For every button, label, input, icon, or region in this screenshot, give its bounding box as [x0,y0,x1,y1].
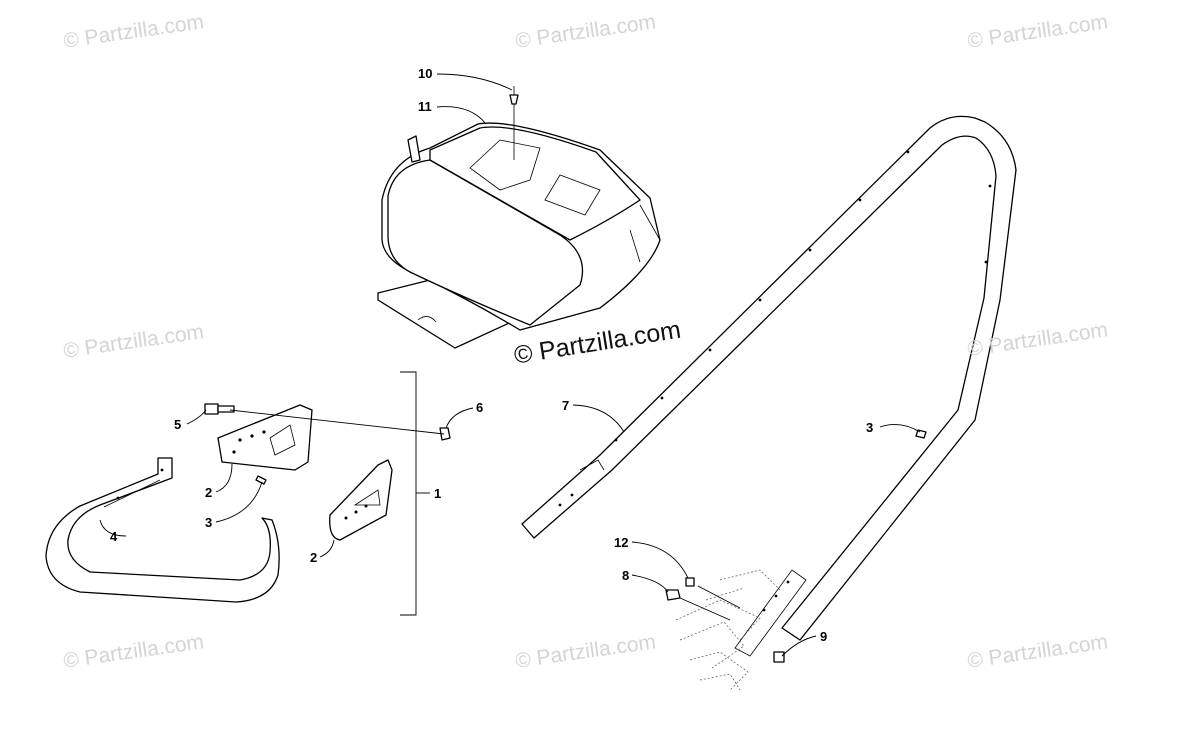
rivet-12 [685,577,695,587]
storage-bag [377,122,661,349]
push-pin [509,86,519,160]
callout-6: 6 [476,400,484,415]
bracket-lower [329,459,393,541]
leader-lines [99,73,921,657]
nut-6 [439,427,451,441]
callout-2: 2 [205,485,213,500]
chassis-reference [675,569,781,691]
callout-9: 9 [820,629,828,644]
bumper-tube [45,457,280,603]
callout-3: 3 [205,515,213,530]
callout-4: 4 [110,529,118,544]
rivet-3b [915,429,927,439]
callout-5: 5 [174,417,182,432]
nut-9 [773,651,785,663]
callout-10: 10 [418,66,433,81]
callout-7: 7 [562,398,570,413]
bracket-upper [217,404,313,471]
callout-1: 1 [434,486,442,501]
callout-3b: 3 [866,420,874,435]
callout-12: 12 [614,535,629,550]
callout-11: 11 [418,99,432,114]
rivet-3 [255,475,267,485]
u-rail [521,115,1017,657]
bolt-5 [204,403,235,415]
callout-2b: 2 [310,550,318,565]
callout-8: 8 [622,568,630,583]
